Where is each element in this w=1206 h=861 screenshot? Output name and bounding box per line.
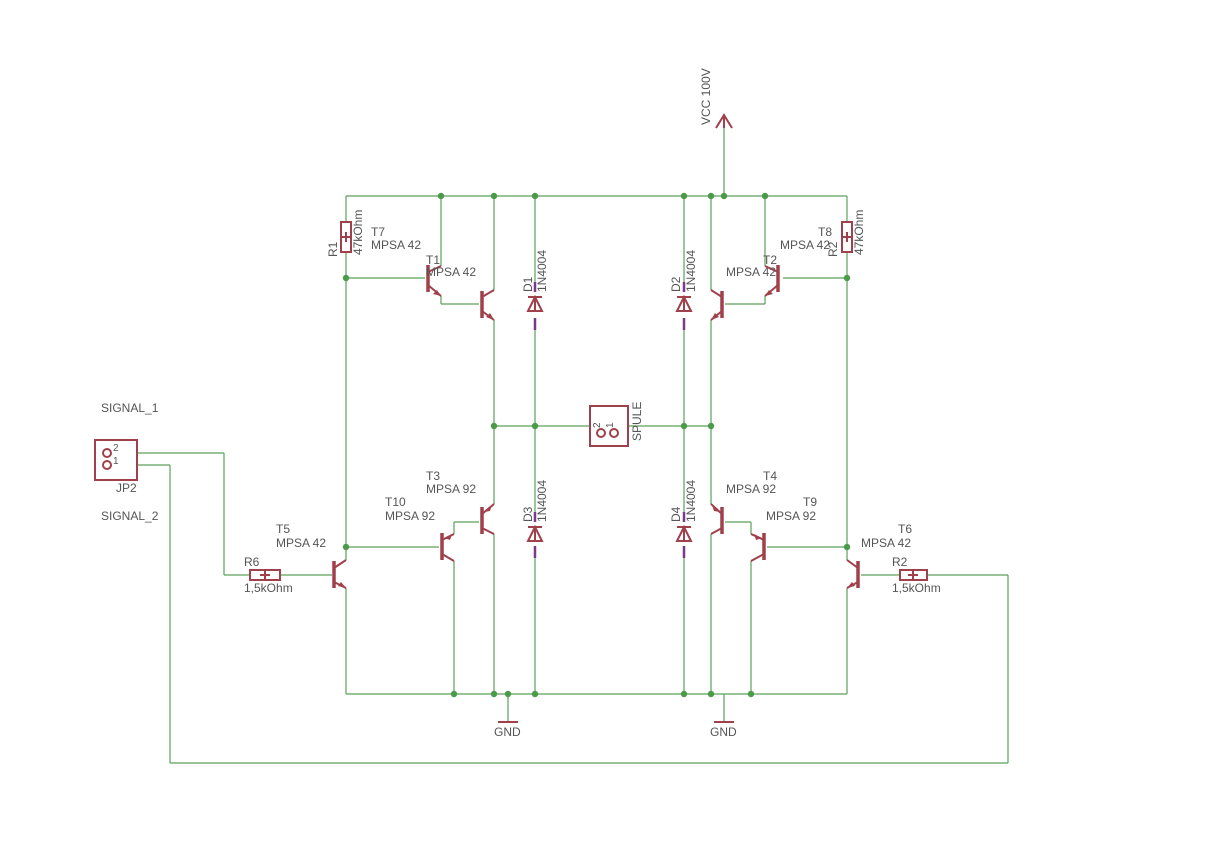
spule-connector: 2 1 SPULE [589, 402, 644, 447]
transistor-t5 [332, 559, 347, 589]
vcc-symbol: VCC 100V [699, 68, 733, 129]
gnd-symbol-right: GND [710, 721, 737, 739]
spule-ref: SPULE [630, 402, 644, 441]
jp2-pin2: 2 [113, 443, 119, 454]
r2top-ref: R2 [826, 241, 840, 257]
diode-d3: D3 1N4004 [521, 480, 549, 558]
r2top-value: 47kOhm [852, 210, 866, 255]
t10-ref: T10 [385, 495, 406, 509]
d4-value: 1N4004 [684, 480, 698, 522]
resistor-r1: R1 47kOhm [326, 210, 365, 257]
r6-ref: R6 [244, 555, 260, 569]
t2-value: MPSA 42 [726, 265, 776, 279]
resistor-r2-top: R2 47kOhm [826, 210, 866, 257]
signal-labels: SIGNAL_1 SIGNAL_2 [101, 401, 159, 523]
d3-ref: D3 [521, 506, 535, 522]
transistor-t1 [426, 265, 442, 297]
d2-ref: D2 [669, 276, 683, 292]
t2-ref: T2 [763, 253, 777, 267]
t1-value: MPSA 42 [426, 265, 476, 279]
r1-ref: R1 [326, 241, 340, 257]
d2-value: 1N4004 [684, 250, 698, 292]
transistor-t8 [710, 289, 724, 321]
t3-ref: T3 [426, 469, 440, 483]
signal-2-label: SIGNAL_2 [101, 509, 159, 523]
resistor-r2: R2 1,5kOhm [892, 555, 941, 595]
transistor-t7 [480, 289, 495, 321]
t9-value: MPSA 92 [766, 509, 816, 523]
transistor-t10 [440, 533, 455, 562]
jp2-pin1: 1 [113, 456, 119, 467]
d3-value: 1N4004 [535, 480, 549, 522]
r6-value: 1,5kOhm [244, 581, 293, 595]
t8-value: MPSA 42 [780, 238, 830, 252]
jp2-header: 2 1 JP2 [94, 439, 138, 495]
t4-value: MPSA 92 [726, 482, 776, 496]
d1-ref: D1 [521, 276, 535, 292]
spule-pin1: 1 [605, 422, 616, 428]
resistor-r6: R6 1,5kOhm [244, 555, 293, 595]
t9-ref: T9 [803, 495, 817, 509]
r2-ref: R2 [892, 555, 908, 569]
t7-value: MPSA 42 [371, 238, 421, 252]
vcc-label: VCC 100V [699, 68, 713, 125]
junctions [342, 192, 851, 698]
d1-value: 1N4004 [535, 250, 549, 292]
transistor-t3 [480, 503, 495, 535]
transistor-t9 [750, 533, 766, 562]
transistor-t6 [846, 559, 860, 589]
t4-ref: T4 [763, 469, 777, 483]
diode-d1: D1 1N4004 [521, 250, 549, 330]
gnd-symbol-left: GND [494, 721, 521, 739]
jp2-ref: JP2 [116, 481, 137, 495]
signal-1-label: SIGNAL_1 [101, 401, 159, 415]
transistor-t4 [710, 503, 724, 535]
t8-ref: T8 [818, 225, 832, 239]
d4-ref: D4 [669, 506, 683, 522]
gnd-label-left: GND [494, 725, 521, 739]
t6-ref: T6 [898, 522, 912, 536]
transistor-labels: T7 MPSA 42 T1 MPSA 42 T8 MPSA 42 T2 MPSA… [276, 225, 912, 550]
r1-value: 47kOhm [351, 210, 365, 255]
t7-ref: T7 [371, 225, 385, 239]
wires [137, 128, 1009, 764]
t5-ref: T5 [276, 522, 290, 536]
diode-d4: D4 1N4004 [669, 480, 698, 558]
t6-value: MPSA 42 [861, 536, 911, 550]
t1-ref: T1 [426, 253, 440, 267]
diode-d2: D2 1N4004 [669, 250, 698, 330]
t3-value: MPSA 92 [426, 482, 476, 496]
t5-value: MPSA 42 [276, 536, 326, 550]
t10-value: MPSA 92 [385, 509, 435, 523]
gnd-label-right: GND [710, 725, 737, 739]
transistor-t2 [764, 265, 780, 297]
r2-value: 1,5kOhm [892, 581, 941, 595]
spule-pin2: 2 [592, 422, 603, 428]
